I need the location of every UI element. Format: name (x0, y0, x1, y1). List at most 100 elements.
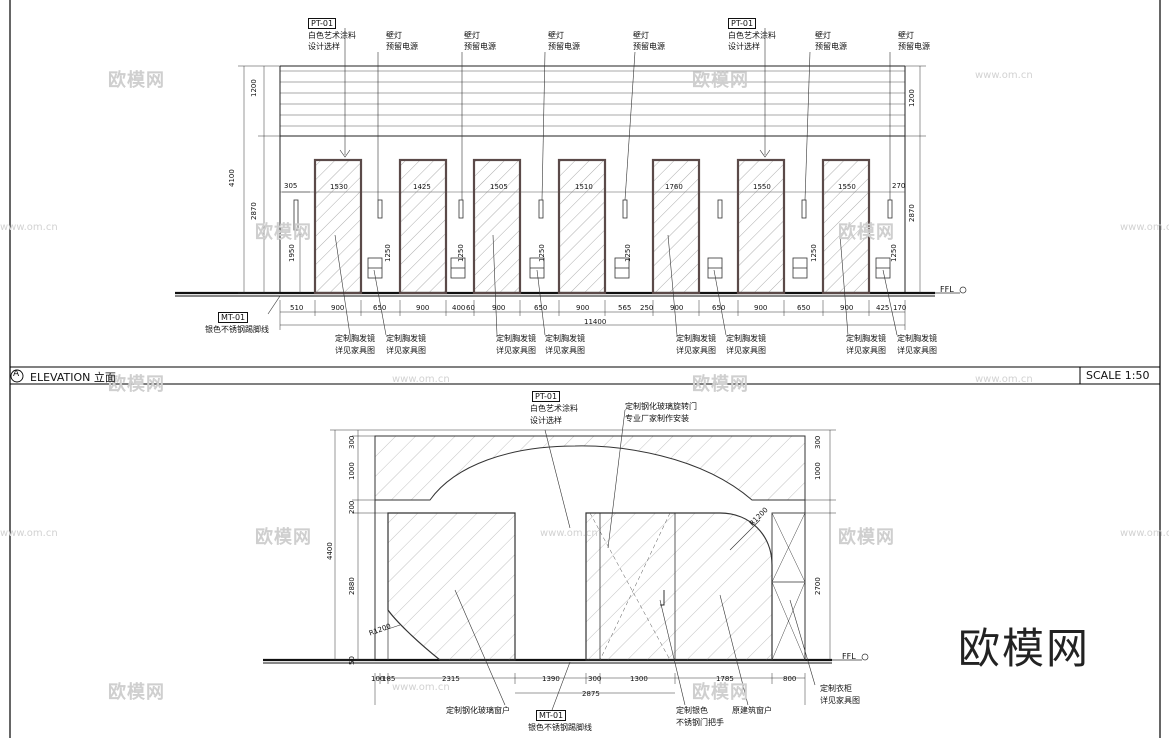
lamp-label: 壁灯 (386, 31, 402, 40)
panel-dim: 1510 (575, 183, 593, 191)
width-dim: 170 (893, 304, 907, 312)
pt-tag-line1: 白色艺术涂料 (308, 31, 356, 40)
mirror-label: 定制胸发镜 (386, 334, 426, 343)
panel-dim: 1760 (665, 183, 683, 191)
top-ffl-marker (935, 286, 967, 294)
watermark-url: www.om.cn (0, 222, 58, 233)
width-dim: 650 (373, 304, 387, 312)
watermark-brand: 欧模网 (692, 70, 749, 91)
height-dim: 2700 (814, 577, 822, 595)
height-dim: 200 (348, 500, 356, 514)
big-watermark: 欧模网 (958, 624, 1091, 673)
top-leaders (339, 28, 891, 201)
watermark-url: www.om.cn (1120, 222, 1169, 233)
wardrobe-label: 定制衣柜 (820, 684, 852, 693)
watermark-brand: 欧模网 (255, 222, 312, 243)
panel-dim: 1530 (330, 183, 348, 191)
width-dim: 1785 (716, 675, 734, 683)
width-dim: 1300 (630, 675, 648, 683)
lamp-label-sub: 预留电源 (386, 42, 418, 51)
watermark-brand: 欧模网 (108, 70, 165, 91)
width-dim: 100 (371, 675, 385, 683)
width-dim: 1390 (542, 675, 560, 683)
watermark-url: www.om.cn (392, 682, 450, 693)
ffl-label: FFL (940, 285, 954, 294)
title-bar (10, 366, 1160, 385)
top-elevation (175, 28, 967, 336)
lamp-label-sub: 预留电源 (815, 42, 847, 51)
width-dim: 250 (640, 304, 654, 312)
height-dim: 1000 (814, 462, 822, 480)
lamp-label-sub: 预留电源 (633, 42, 665, 51)
panel-dim: 1505 (490, 183, 508, 191)
lamp-label: 壁灯 (898, 31, 914, 40)
bottom-ffl-marker (832, 653, 869, 661)
lamp-label-sub: 预留电源 (464, 42, 496, 51)
mirror-label-sub: 详见家具图 (726, 346, 766, 355)
handle-label: 定制银色 (676, 706, 708, 715)
cabinet-dim: 1250 (810, 244, 818, 262)
pt-tag-code: PT-01 (532, 391, 561, 402)
watermark-url: www.om.cn (1120, 528, 1169, 539)
width-dim: 650 (797, 304, 811, 312)
mirror-panels (313, 158, 871, 295)
original-window-label: 原建筑窗户 (732, 706, 772, 715)
width-dim: 900 (670, 304, 684, 312)
width-dim: 900 (576, 304, 590, 312)
lamp-label: 壁灯 (464, 31, 480, 40)
width-dim: 510 (290, 304, 304, 312)
height-dim: 50 (348, 656, 356, 665)
mirror-label: 定制胸发镜 (496, 334, 536, 343)
height-dim: 4400 (326, 542, 334, 560)
offset-dim: 270 (892, 182, 906, 190)
small-cabinets (367, 257, 891, 279)
watermark-brand: 欧模网 (108, 682, 165, 703)
mirror-label: 定制胸发镜 (846, 334, 886, 343)
pt-tag-line2: 设计选样 (728, 42, 760, 51)
mirror-label-sub: 详见家具图 (676, 346, 716, 355)
pt-tag-line2: 设计选样 (308, 42, 340, 51)
width-dim: 60 (466, 304, 475, 312)
watermark-url: www.om.cn (975, 70, 1033, 81)
width-dim: 565 (618, 304, 632, 312)
top-right-dims (900, 65, 926, 293)
bottom-leaders (384, 409, 816, 711)
section-marker: A (13, 369, 20, 379)
mirror-label-sub: 详见家具图 (496, 346, 536, 355)
mt-tag-text: 银色不锈钢踢脚线 (205, 325, 269, 334)
width-dim: 650 (534, 304, 548, 312)
watermark-url: www.om.cn (0, 528, 58, 539)
mt-tag-text: 银色不锈钢踢脚线 (528, 723, 592, 732)
total-width-dim: 11400 (584, 318, 607, 326)
watermark-brand: 欧模网 (108, 374, 165, 395)
height-dim: 1950 (288, 244, 296, 262)
ffl-label: FFL (842, 652, 856, 661)
lamp-label: 壁灯 (548, 31, 564, 40)
elevation-title: ELEVATION 立面 (30, 371, 116, 384)
panel-dim: 1550 (838, 183, 856, 191)
mirror-label-sub: 详见家具图 (545, 346, 585, 355)
scale-label: SCALE 1:50 (1086, 369, 1150, 382)
mt-tag-code: MT-01 (536, 710, 567, 721)
pt-tag-code: PT-01 (308, 18, 337, 29)
pt-tag-line1: 白色艺术涂料 (530, 404, 578, 413)
height-dim: 2870 (250, 202, 258, 220)
width-dim: 900 (840, 304, 854, 312)
mirror-label-sub: 详见家具图 (335, 346, 375, 355)
pt-tag-line2: 设计选样 (530, 416, 562, 425)
cabinet-dim: 1250 (384, 244, 392, 262)
width-dim: 2315 (442, 675, 460, 683)
width-dim: 650 (712, 304, 726, 312)
top-bottom-leaders (267, 234, 898, 336)
door-note-line2: 专业厂家制作安装 (625, 414, 689, 423)
width-dim: 900 (416, 304, 430, 312)
lamp-label: 壁灯 (815, 31, 831, 40)
lamp-label-sub: 预留电源 (548, 42, 580, 51)
wall-lamps (293, 199, 893, 231)
width-dim: 425 (876, 304, 890, 312)
sub-width-dim: 2875 (582, 690, 600, 698)
height-dim: 1200 (908, 89, 916, 107)
pt-tag-code: PT-01 (728, 18, 757, 29)
cabinet-dim: 1250 (890, 244, 898, 262)
